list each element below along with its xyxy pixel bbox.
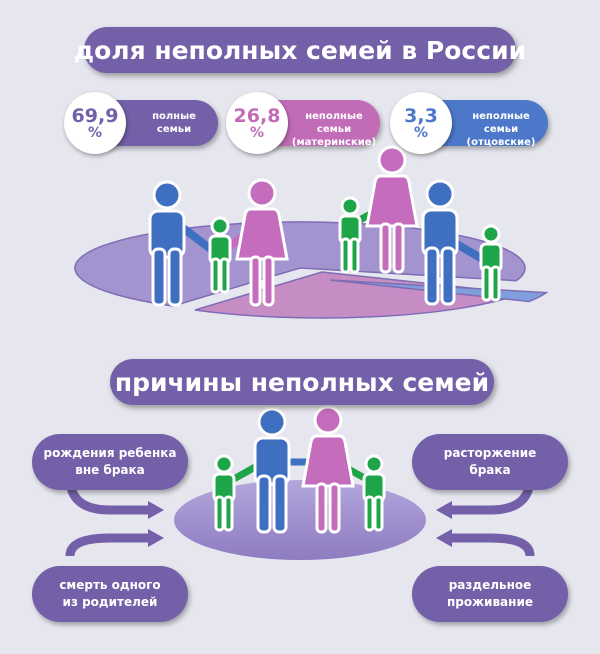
stat-label-mother-families: неполные семьи (материнские) <box>291 111 377 148</box>
cause-divorce: расторжение брака <box>412 434 568 490</box>
child-figure <box>362 454 386 532</box>
child-figure <box>338 196 362 274</box>
stat-circle-mother-families: 26,8 % <box>226 92 288 154</box>
stat-unit: % <box>413 124 429 141</box>
family-full <box>148 178 289 307</box>
arrow-line <box>450 533 535 557</box>
child-figure <box>479 224 503 302</box>
arrow-line <box>65 533 150 557</box>
stat-value: 26,8 <box>233 104 281 127</box>
stat-circle-father-families: 3,3 % <box>390 92 452 154</box>
stat-unit: % <box>249 124 265 141</box>
cause-death-of-parent: смерть одного из родителей <box>32 566 188 622</box>
stat-circle-full-families: 69,9 % <box>64 92 126 154</box>
cause-separate-living: раздельное проживание <box>412 566 568 622</box>
cause-label: расторжение брака <box>443 446 537 477</box>
arrow-right-icon <box>148 501 164 519</box>
causes-disc <box>174 480 426 560</box>
section-title-causes: причины неполных семей <box>110 359 494 405</box>
arrow-left-icon <box>436 501 452 519</box>
arrow-right-icon <box>148 529 164 547</box>
stat-value: 3,3 <box>404 104 438 127</box>
family-father-child <box>421 179 503 306</box>
cause-label: рождения ребенка вне брака <box>43 446 177 477</box>
stat-value: 69,9 <box>71 104 119 127</box>
cause-label: раздельное проживание <box>446 578 533 609</box>
stat-label-father-families: неполные семьи (отцовские) <box>466 111 536 148</box>
child-figure <box>212 454 236 532</box>
cause-birth-out-of-wedlock: рождения ребенка вне брака <box>32 434 188 490</box>
stat-label-full-families: полные семьи <box>152 111 196 135</box>
section-title-share: доля неполных семей в России <box>74 27 526 73</box>
stat-unit: % <box>87 124 103 141</box>
pie-chart <box>74 221 549 319</box>
child-figure <box>208 216 232 294</box>
family-mother-child <box>338 145 419 274</box>
arrow-left-icon <box>436 529 452 547</box>
family-center <box>212 405 386 534</box>
cause-label: смерть одного из родителей <box>59 578 161 609</box>
